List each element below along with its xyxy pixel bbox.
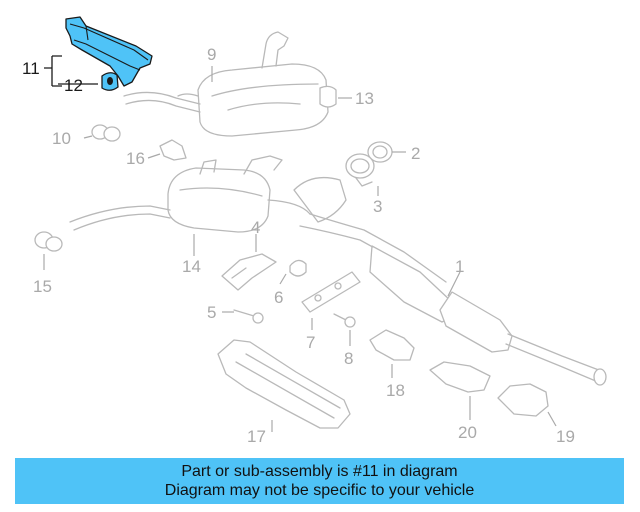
part-3-clamp[interactable] <box>345 153 375 187</box>
callout-16: 16 <box>126 149 145 168</box>
callout-4: 4 <box>251 218 260 237</box>
callout-12: 12 <box>64 76 83 95</box>
part-12-insulator[interactable] <box>101 72 119 91</box>
callout-11: 11 <box>22 59 40 78</box>
callout-8: 8 <box>344 349 353 368</box>
part-10-clamp[interactable] <box>91 124 121 142</box>
part-7-manifold-gasket[interactable] <box>301 271 361 313</box>
part-4-heat-shield[interactable] <box>221 253 277 291</box>
part-13-insulator[interactable] <box>319 85 337 108</box>
part-18-mount-bracket[interactable] <box>369 329 415 361</box>
callout-20: 20 <box>458 423 477 442</box>
callout-6: 6 <box>274 288 283 307</box>
callout-5: 5 <box>207 303 216 322</box>
callout-17: 17 <box>247 427 266 446</box>
part-6-nut[interactable] <box>289 259 307 277</box>
part-20-heat-shield[interactable] <box>429 361 491 393</box>
callout-15: 15 <box>33 277 52 296</box>
banner-line-1: Part or sub-assembly is #11 in diagram <box>181 463 458 480</box>
part-1-front-pipe-converter[interactable] <box>293 176 607 386</box>
callout-3: 3 <box>373 197 382 216</box>
banner-line-2: Diagram may not be specific to your vehi… <box>164 482 475 499</box>
part-2-gasket[interactable] <box>367 141 393 163</box>
callout-2: 2 <box>411 144 420 163</box>
callout-1: 1 <box>455 257 464 276</box>
callout-13: 13 <box>355 89 374 108</box>
callout-14: 14 <box>182 257 201 276</box>
callout-7: 7 <box>306 333 315 352</box>
part-8-bolt[interactable] <box>333 313 356 328</box>
part-9-rear-muffler[interactable] <box>123 31 329 137</box>
part-19-mount-bracket[interactable] <box>497 383 549 417</box>
callout-18: 18 <box>386 381 405 400</box>
part-15-clamp[interactable] <box>34 231 63 252</box>
part-14-center-muffler[interactable] <box>69 155 311 233</box>
info-banner: Part or sub-assembly is #11 in diagram D… <box>15 458 624 504</box>
part-16-bracket[interactable] <box>159 139 187 161</box>
exhaust-parts-diagram: 1 2 3 4 5 6 7 8 9 10 11 12 13 14 15 16 1… <box>22 16 607 446</box>
callout-10: 10 <box>52 129 71 148</box>
callout-19: 19 <box>556 427 575 446</box>
part-11-hanger-bracket[interactable] <box>65 16 153 87</box>
callout-9: 9 <box>207 45 216 64</box>
part-5-bolt[interactable] <box>233 309 264 324</box>
part-17-heat-shield[interactable] <box>217 339 351 429</box>
